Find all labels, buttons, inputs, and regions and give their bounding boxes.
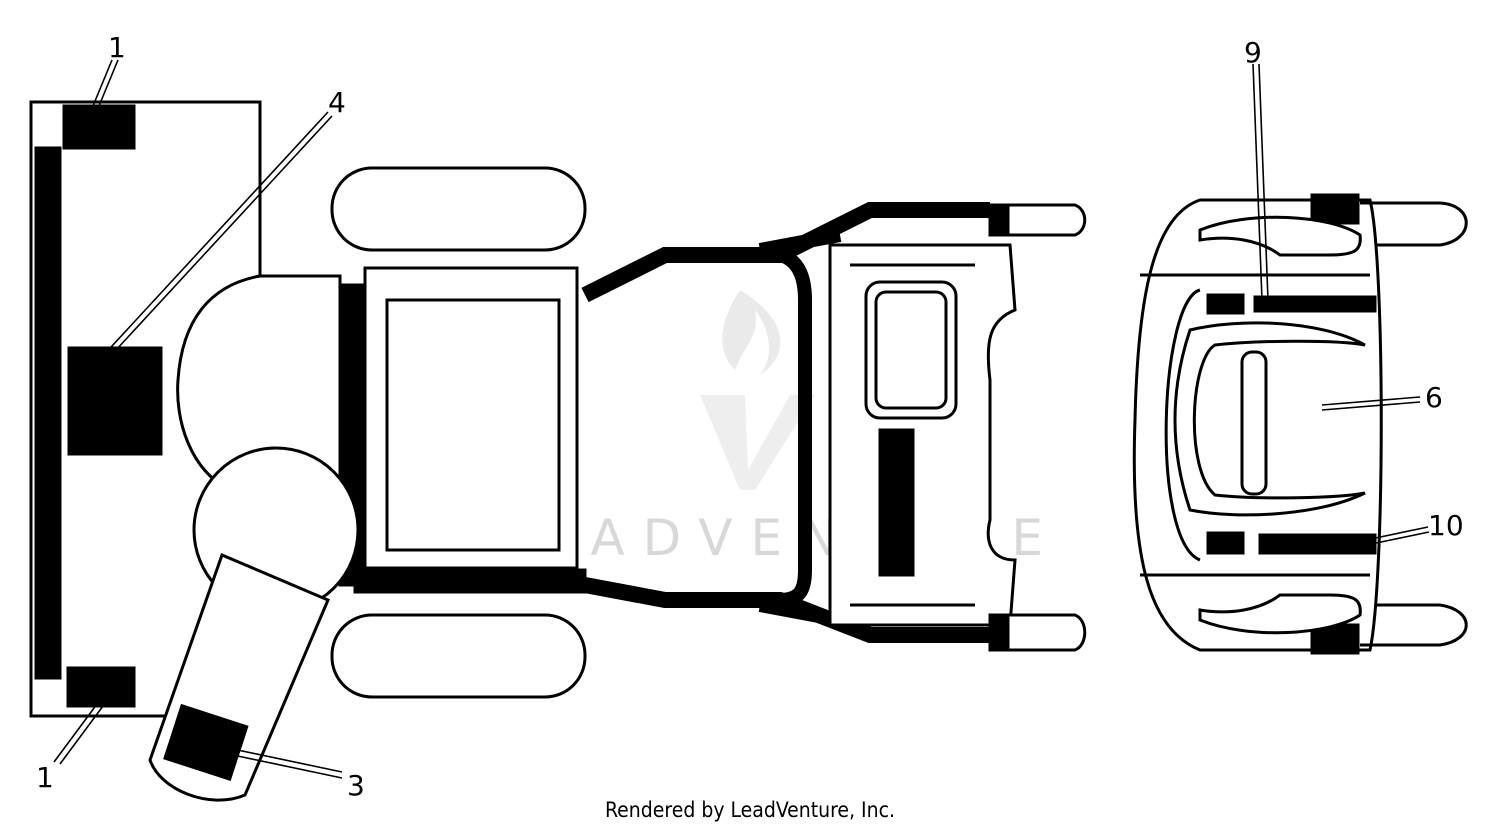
engine-inner bbox=[385, 298, 561, 552]
rear-console bbox=[1173, 321, 1366, 517]
rear-handle-top bbox=[1360, 201, 1468, 247]
watermark-logo bbox=[700, 290, 815, 490]
callout-4: 4 bbox=[328, 86, 346, 119]
callout-9: 9 bbox=[1244, 36, 1262, 69]
frame-center bbox=[665, 248, 812, 607]
grip-bottom bbox=[988, 613, 1087, 652]
rear-slot bbox=[1240, 350, 1268, 496]
grip-top bbox=[988, 203, 1087, 237]
rendered-by-credit: Rendered by LeadVenture, Inc. bbox=[605, 798, 895, 822]
engine-base bbox=[353, 568, 587, 594]
wheel-top bbox=[330, 166, 587, 252]
rear-decal-bottom-left bbox=[1206, 531, 1245, 555]
leader-lines bbox=[53, 59, 1430, 779]
rear-decal-top-left bbox=[1206, 293, 1245, 315]
engine-outer bbox=[363, 266, 579, 570]
tube-decal bbox=[163, 703, 249, 782]
deck-decal-top bbox=[62, 104, 136, 150]
callout-1-bottom: 1 bbox=[36, 761, 54, 794]
frame-link-top bbox=[758, 228, 842, 257]
rear-decal-bottom-right bbox=[1258, 533, 1377, 555]
wheel-bottom bbox=[330, 613, 587, 699]
rear-handle-bottom bbox=[1360, 603, 1468, 647]
control-panel bbox=[828, 243, 1017, 627]
callout-1-top: 1 bbox=[108, 31, 126, 64]
deck-decal-bottom bbox=[66, 666, 136, 708]
panel-window-outer bbox=[864, 280, 958, 420]
callout-10: 10 bbox=[1428, 509, 1464, 542]
callout-6: 6 bbox=[1425, 381, 1443, 414]
deck-decal-center bbox=[67, 346, 163, 456]
frame-link-bottom bbox=[758, 598, 842, 627]
rear-decal-top-right bbox=[1253, 295, 1377, 313]
rear-body bbox=[1132, 198, 1383, 652]
panel-decal bbox=[878, 428, 915, 577]
rear-grip-top-decal bbox=[1310, 193, 1360, 225]
callout-3: 3 bbox=[347, 769, 365, 802]
deck-strip bbox=[34, 146, 62, 680]
panel-window-inner bbox=[874, 290, 948, 410]
